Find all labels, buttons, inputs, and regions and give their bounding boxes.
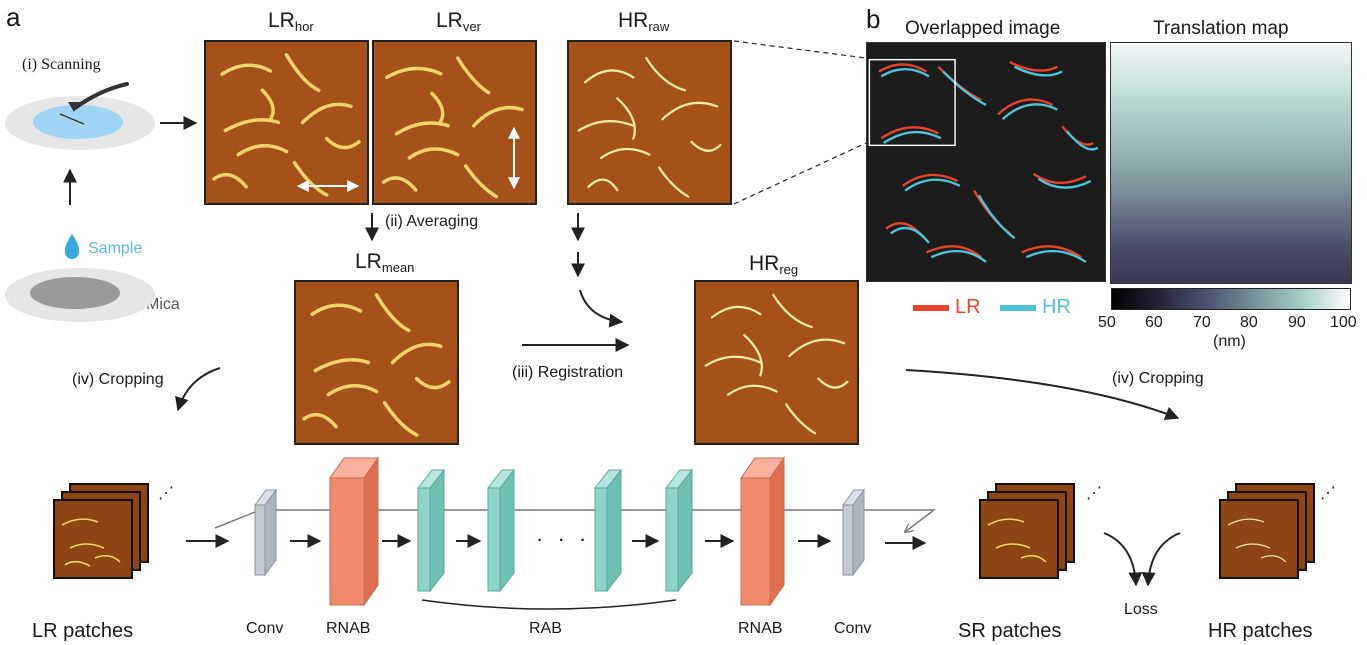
lr-mean-title: LRmean — [355, 250, 415, 275]
lr-hor-image — [204, 40, 369, 205]
hr-reg-title: HRreg — [749, 252, 799, 277]
mica-label: Mica — [146, 296, 180, 313]
colorbar-tick: 60 — [1145, 314, 1163, 331]
colorbar-tick: 70 — [1193, 314, 1211, 331]
legend-hr-swatch — [1000, 305, 1036, 311]
registration-label: (iii) Registration — [512, 364, 624, 381]
rnab1-block — [329, 456, 379, 607]
hr-reg-image — [694, 280, 859, 445]
panel-letter-b: b — [866, 4, 881, 34]
colorbar-tick: 80 — [1240, 314, 1258, 331]
conv1-label: Conv — [246, 620, 284, 637]
svg-text:⋰: ⋰ — [1086, 485, 1102, 502]
sr-patch-stack: ⋰ — [979, 483, 1102, 579]
hr-patches-label: HR patches — [1208, 620, 1313, 642]
lr-patch-stack: ⋰ — [53, 483, 174, 579]
rab-block-3 — [593, 468, 623, 593]
lr-hor-title: LRhor — [268, 9, 314, 34]
hr-raw-image — [567, 40, 732, 205]
rnab1-label: RNAB — [326, 620, 371, 637]
rab-block-1 — [416, 468, 446, 593]
cropping-left-label: (iv) Cropping — [72, 371, 164, 388]
svg-text:⋰: ⋰ — [158, 485, 174, 502]
cropping-right-label: (iv) Cropping — [1112, 370, 1204, 387]
hr-raw-title: HRraw — [618, 9, 670, 34]
colorbar-tick: 90 — [1288, 314, 1306, 331]
scanning-device — [5, 82, 155, 150]
colorbar-tick: 100 — [1330, 314, 1357, 331]
lr-ver-title: LRver — [436, 9, 481, 34]
rab-block-4 — [664, 468, 694, 593]
lr-mean-image — [294, 280, 459, 445]
colorbar-unit: (nm) — [1213, 333, 1246, 350]
scanning-label: (i) Scanning — [22, 56, 101, 73]
svg-text:⋰: ⋰ — [1320, 485, 1336, 502]
colorbar-tick: 50 — [1098, 314, 1116, 331]
loss-label: Loss — [1124, 601, 1158, 618]
legend-lr-label: LR — [955, 296, 981, 318]
lr-patches-label: LR patches — [32, 620, 134, 642]
rab-label: RAB — [529, 620, 562, 637]
rab-block-2 — [486, 468, 516, 593]
legend-hr-label: HR — [1042, 296, 1071, 318]
rnab2-block — [740, 456, 785, 607]
rab-ellipsis: · · · — [536, 526, 591, 551]
averaging-label: (ii) Averaging — [385, 213, 479, 230]
hr-patch-stack: ⋰ — [1219, 483, 1336, 579]
conv1-block — [254, 488, 277, 577]
conv2-block — [842, 488, 865, 577]
legend-lr-swatch — [913, 305, 949, 311]
overlapped-title: Overlapped image — [905, 18, 1061, 39]
sr-patches-label: SR patches — [958, 620, 1062, 642]
colorbar — [1111, 288, 1351, 310]
overlapped-image — [866, 42, 1106, 282]
rnab2-label: RNAB — [738, 620, 783, 637]
lr-ver-image — [372, 40, 537, 205]
sample-label: Sample — [88, 240, 143, 257]
panel-letter-a: a — [6, 2, 21, 32]
conv2-label: Conv — [834, 620, 872, 637]
translation-title: Translation map — [1153, 18, 1289, 39]
translation-map — [1110, 42, 1352, 284]
